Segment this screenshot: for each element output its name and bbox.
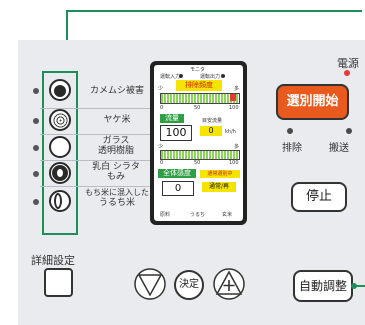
burnt-rice-icon[interactable]	[49, 109, 71, 131]
power-led	[344, 70, 350, 76]
flow-scale-high: 多	[234, 144, 240, 150]
row-divider	[40, 186, 162, 187]
callout-line-top	[66, 10, 362, 12]
down-arrow-button[interactable]	[133, 267, 167, 301]
sensitivity-value: 0	[162, 181, 194, 196]
status-left: 運転入力	[160, 74, 181, 80]
transport-led	[346, 128, 352, 134]
scale-100: 100	[229, 105, 239, 111]
auto-adjust-callout-line	[356, 285, 365, 287]
detail-settings-button[interactable]	[44, 268, 73, 297]
row-divider	[40, 160, 162, 161]
glass-resin-icon[interactable]	[49, 136, 71, 158]
flow-scale-50: 50	[194, 160, 201, 166]
overall-sensitivity-label: 全体感度	[158, 169, 196, 178]
confirm-button[interactable]: 決定	[174, 270, 204, 300]
flow-value: 100	[160, 125, 192, 141]
status-right: 運転出力	[200, 74, 221, 80]
lcd-screen-content: モニタ 運転入力 運転出力 排除頻度 少 多 0 50 100 流量 目安流量 …	[154, 65, 243, 221]
brown-rice-label: 玄米	[222, 212, 233, 218]
non-glutinous-rice-icon[interactable]	[49, 190, 71, 212]
eject-label: 排除	[282, 143, 302, 154]
auto-adjust-button[interactable]: 自動調整	[293, 270, 353, 302]
status-right-dot	[221, 74, 225, 78]
flow-scale-low: 少	[158, 144, 164, 150]
item-label-glass: ガラス 透明樹脂	[97, 136, 134, 156]
auto-adjust-callout-dot	[351, 283, 357, 289]
item-label-non-glutinous: もち米に混入した うるち米	[85, 188, 149, 208]
item-label-milky-white: 乳白 シラタ もみ	[92, 162, 140, 182]
power-label: 電源	[337, 57, 359, 70]
material-label: 原料	[160, 212, 171, 218]
item-indicator-led	[33, 171, 39, 177]
scale-high: 多	[234, 86, 240, 92]
lcd-screen: モニタ 運転入力 運転出力 排除頻度 少 多 0 50 100 流量 目安流量 …	[150, 61, 247, 225]
monitor-title: モニタ	[190, 67, 206, 73]
stop-button[interactable]: 停止	[291, 182, 347, 212]
sorting-status-label: 通常選別中	[200, 170, 240, 178]
target-flow-unit: kh/h	[225, 129, 236, 135]
item-indicator-led	[33, 145, 39, 151]
sort-item-selection-box	[42, 71, 78, 235]
flow-scale-0: 0	[160, 160, 164, 166]
up-arrow-button[interactable]	[212, 267, 246, 301]
item-indicator-led	[33, 199, 39, 205]
eject-led	[287, 128, 293, 134]
flow-scale-100: 100	[229, 160, 239, 166]
flow-label: 流量	[160, 114, 184, 123]
item-label-stink-bug: カメムシ被害	[89, 86, 144, 96]
status-left-dot	[179, 74, 183, 78]
stink-bug-damage-icon[interactable]	[49, 79, 71, 101]
scale-0: 0	[160, 105, 164, 111]
item-label-burnt-rice: ヤケ米	[103, 115, 131, 125]
item-indicator-led	[33, 88, 39, 94]
row-divider	[40, 108, 162, 109]
target-flow-label: 目安流量	[202, 118, 223, 124]
target-flow-value: 0	[200, 126, 222, 136]
detail-settings-label: 詳細設定	[31, 254, 75, 267]
mode-label: 通常/再	[202, 182, 236, 192]
eject-frequency-marker	[230, 94, 236, 101]
start-sort-button[interactable]: 選別開始	[276, 84, 349, 120]
rice-type-label: うるち	[190, 212, 206, 218]
scale-low: 少	[158, 86, 164, 92]
transport-label: 搬送	[329, 143, 349, 154]
flow-bar	[160, 150, 240, 160]
plus-icon	[223, 280, 235, 291]
triangle-down-icon	[137, 274, 163, 297]
milky-white-rice-icon[interactable]	[49, 162, 71, 184]
scale-50: 50	[194, 105, 201, 111]
item-indicator-led	[33, 118, 39, 124]
row-divider	[40, 134, 162, 135]
eject-frequency-label: 排除頻度	[176, 80, 222, 91]
eject-frequency-bar	[160, 93, 240, 104]
